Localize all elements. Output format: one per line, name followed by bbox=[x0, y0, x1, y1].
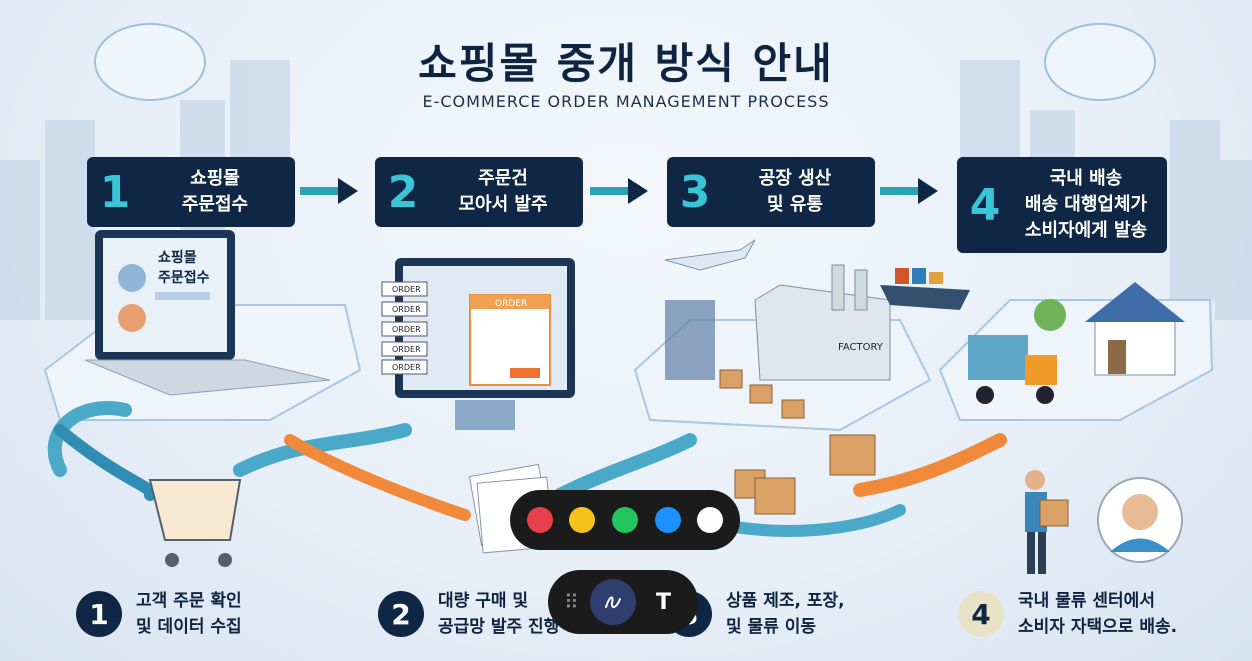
monitor-icon: ORDER ORDER ORDER ORDER ORDER ORDER bbox=[381, 258, 575, 430]
step-box-1: 1 쇼핑몰 주문접수 bbox=[87, 157, 295, 227]
page-title: 쇼핑몰 중개 방식 안내 bbox=[418, 39, 834, 88]
color-palette bbox=[510, 490, 740, 550]
arrow-right-icon bbox=[300, 178, 358, 204]
description-line: 국내 물류 센터에서 bbox=[1018, 591, 1155, 611]
step-number: 1 bbox=[99, 166, 131, 218]
step-label-line: 쇼핑몰 bbox=[190, 168, 240, 189]
step-box-2: 2 주문건 모아서 발주 bbox=[375, 157, 583, 227]
svg-text:ORDER: ORDER bbox=[392, 285, 421, 294]
svg-text:ORDER: ORDER bbox=[392, 325, 421, 334]
description-number: 4 bbox=[958, 591, 1004, 637]
flow-arrow bbox=[47, 401, 1007, 537]
tree-icon bbox=[1034, 299, 1066, 331]
color-swatch-white[interactable] bbox=[697, 507, 724, 533]
description-4: 4 국내 물류 센터에서 소비자 자택으로 배송. bbox=[958, 588, 1177, 640]
cart-icon bbox=[148, 479, 242, 567]
grip-icon[interactable]: ⠿ bbox=[564, 590, 579, 614]
pen-icon[interactable] bbox=[590, 579, 636, 625]
step-label-line: 공장 생산 bbox=[758, 168, 832, 189]
step-label-line: 배송 대행업체가 bbox=[1024, 194, 1148, 215]
step-label-line: 모아서 발주 bbox=[458, 194, 548, 215]
page-subtitle: E-COMMERCE ORDER MANAGEMENT PROCESS bbox=[422, 92, 830, 111]
description-line: 고객 주문 확인 bbox=[136, 591, 242, 611]
truck-icon bbox=[968, 335, 1057, 404]
step-label-line: 소비자에게 발송 bbox=[1024, 220, 1148, 241]
svg-text:ORDER: ORDER bbox=[392, 363, 421, 372]
step-label-line: 주문접수 bbox=[181, 194, 249, 215]
arrow-right-icon bbox=[590, 178, 648, 204]
description-2: 2 대량 구매 및 공급망 발주 진행 bbox=[378, 588, 559, 640]
description-line: 상품 제조, 포장, bbox=[726, 591, 845, 611]
description-number: 1 bbox=[76, 591, 122, 637]
svg-text:주문접수: 주문접수 bbox=[158, 270, 210, 286]
description-line: 소비자 자택으로 배송. bbox=[1018, 617, 1178, 637]
svg-text:쇼핑몰: 쇼핑몰 bbox=[158, 249, 197, 266]
step-box-3: 3 공장 생산 및 유통 bbox=[667, 157, 875, 227]
color-swatch-yellow[interactable] bbox=[569, 507, 596, 533]
cloud-icon bbox=[94, 23, 1156, 101]
description-line: 공급망 발주 진행 bbox=[438, 617, 560, 637]
color-swatch-red[interactable] bbox=[526, 507, 553, 533]
description-line: 및 물류 이동 bbox=[726, 617, 817, 637]
svg-text:ORDER: ORDER bbox=[392, 305, 421, 314]
svg-text:ORDER: ORDER bbox=[392, 345, 421, 354]
delivery-person-icon bbox=[1025, 470, 1069, 574]
airplane-icon bbox=[664, 239, 756, 271]
text-tool-button[interactable]: T bbox=[656, 589, 672, 615]
svg-text:FACTORY: FACTORY bbox=[838, 342, 884, 353]
step-number: 4 bbox=[969, 179, 1001, 231]
description-1: 1 고객 주문 확인 및 데이터 수집 bbox=[76, 588, 242, 640]
factory-icon: FACTORY bbox=[665, 264, 891, 515]
house-icon bbox=[1085, 282, 1185, 376]
svg-text:ORDER: ORDER bbox=[495, 299, 527, 309]
customer-avatar-icon bbox=[1097, 477, 1183, 563]
description-number: 2 bbox=[378, 591, 424, 637]
ship-icon bbox=[880, 268, 970, 310]
step-number: 3 bbox=[679, 166, 711, 218]
description-line: 대량 구매 및 bbox=[438, 591, 529, 611]
step-box-4: 4 국내 배송 배송 대행업체가 소비자에게 발송 bbox=[957, 157, 1167, 253]
color-swatch-blue[interactable] bbox=[654, 507, 681, 533]
step-label-line: 및 유통 bbox=[767, 194, 823, 215]
step-label-line: 국내 배송 bbox=[1049, 168, 1123, 189]
arrow-right-icon bbox=[880, 178, 938, 204]
laptop-icon: 쇼핑몰 주문접수 bbox=[84, 230, 331, 396]
color-swatch-green[interactable] bbox=[611, 507, 638, 533]
step-number: 2 bbox=[387, 166, 419, 218]
step-label-line: 주문건 bbox=[478, 168, 528, 189]
drawing-toolbar: ⠿ T bbox=[548, 570, 698, 634]
description-line: 및 데이터 수집 bbox=[136, 617, 242, 637]
